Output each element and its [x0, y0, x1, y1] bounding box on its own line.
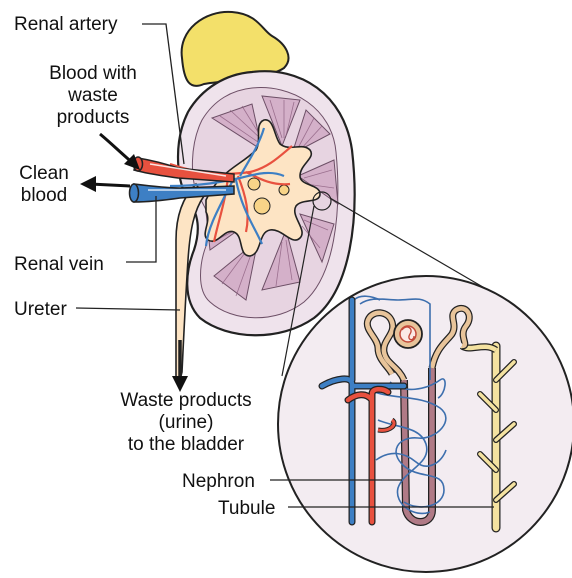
zoom-source-circle	[312, 191, 332, 211]
zoom-line-lower	[281, 205, 315, 377]
label-renal-vein: Renal vein	[14, 254, 104, 275]
renal-vein-branches	[169, 127, 285, 247]
collecting-tubule	[459, 341, 517, 533]
label-nephron: Nephron	[182, 471, 255, 492]
renal-pelvis	[204, 119, 321, 257]
leader-renal-artery	[142, 23, 185, 165]
zoom-line-upper	[329, 197, 489, 291]
label-blood-waste-line2: waste	[67, 85, 118, 106]
blood-in-arrowhead	[124, 154, 140, 170]
label-clean-blood-line2: blood	[21, 185, 68, 206]
label-waste-line2: (urine)	[159, 412, 214, 433]
urine-flow-arrow	[172, 376, 188, 392]
nephron-inset	[277, 275, 572, 573]
label-renal-artery: Renal artery	[14, 14, 118, 35]
label-blood-waste-line1: Blood with	[49, 63, 137, 84]
blood-out-arrow	[89, 182, 131, 188]
label-tubule: Tubule	[218, 498, 275, 519]
vein-opening	[128, 183, 140, 203]
renal-sinus-fat	[247, 177, 290, 215]
leader-ureter	[75, 307, 181, 311]
adrenal-gland	[180, 10, 290, 87]
artery-highlight	[149, 163, 227, 177]
inset-artery	[344, 385, 397, 526]
label-clean-blood-line1: Clean	[19, 163, 69, 184]
glomerulus	[393, 319, 423, 349]
label-waste-line1: Waste products	[120, 390, 251, 411]
renal-vein[interactable]	[133, 183, 235, 203]
blood-out-arrowhead	[80, 176, 96, 192]
leader-renal-vein	[126, 196, 157, 263]
label-waste-line3: to the bladder	[128, 434, 245, 455]
renal-artery-branches	[169, 145, 293, 243]
nephron-loop	[363, 305, 473, 526]
label-blood-waste-line3: products	[57, 107, 130, 128]
label-ureter: Ureter	[14, 299, 67, 320]
